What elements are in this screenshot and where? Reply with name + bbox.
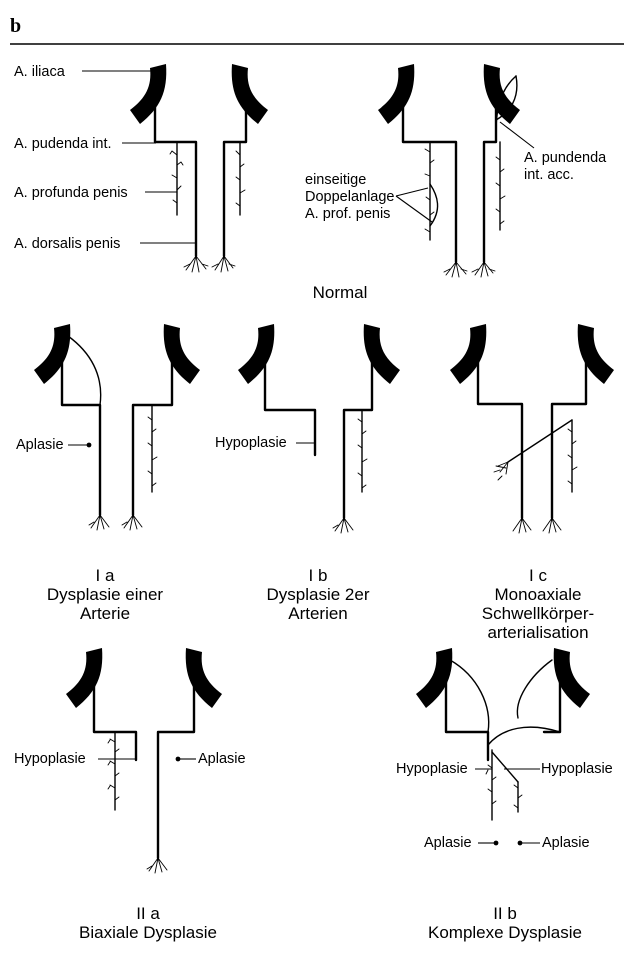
leader-pundenda-acc [500,122,534,148]
leader-doppelanlage-1 [396,188,428,196]
terminal-tuft-left [184,256,208,272]
leader-doppelanlage-2 [396,196,432,222]
caption-ic-line3: Schwellkörper- [482,604,594,623]
twigs-crossing-left [494,462,508,480]
terminal-tuft-right [543,518,561,533]
twigs-profunda-left [108,739,119,800]
caption-normal: Normal [313,283,368,302]
label-hypoplasie: Hypoplasie [215,435,287,451]
iliac-artery-right [232,64,268,124]
iliac-artery-right [364,324,400,384]
caption-iib-line1: II b [493,904,517,923]
pudenda-int-left [478,356,522,518]
iliac-artery-left [66,648,102,708]
terminal-tuft-left [89,515,109,530]
caption-ia-line1: I a [96,566,115,585]
profunda-duplicate-loop [430,184,438,226]
iliac-artery-left [238,324,274,384]
caption-iib: II b Komplexe Dysplasie [428,904,582,942]
aberrant-left-loop [450,660,489,732]
iliac-artery-right [164,324,200,384]
terminal-tuft-right [212,256,235,272]
label-hypoplasie-right: Hypoplasie [541,761,613,777]
caption-iia-line2: Biaxiale Dysplasie [79,923,217,942]
pudenda-int-left [446,680,488,760]
diagram-ia: Aplasie [16,324,200,530]
aplasie-marker-right [518,841,523,846]
terminal-tuft-left [444,262,467,277]
caption-ic-line2: Monoaxiale [495,585,582,604]
caption-ic-line1: I c [529,566,547,585]
pudenda-int-left [62,356,100,515]
terminal-tuft [147,858,167,873]
aberrant-right-loop [517,660,552,718]
label-aplasie-right: Aplasie [542,835,590,851]
iliac-artery-left [130,64,166,124]
caption-iia: II a Biaxiale Dysplasie [79,904,217,942]
twigs-profunda-left [486,765,496,804]
pudenda-int-right [224,95,246,256]
terminal-tuft-left [513,518,531,533]
caption-ib-line2: Dysplasie 2er [267,585,370,604]
pudenda-int-right [484,95,496,262]
label-a-pundenda: A. pundenda [524,150,607,166]
iliac-artery-left [378,64,414,124]
diagram-normal: A. iliaca A. pudenda int. A. profunda pe… [14,64,268,272]
pudenda-int-right [158,680,194,858]
pudenda-int-right [552,356,586,518]
terminal-tuft-right [333,518,353,533]
iliac-artery-right [186,648,222,708]
label-int-acc: int. acc. [524,167,574,183]
iliac-artery-left [34,324,70,384]
diagram-normal-variants: einseitige Doppelanlage A. prof. penis A… [305,64,607,277]
diagram-iia: Hypoplasie Aplasie [14,648,246,873]
pudenda-int-right [544,680,560,732]
label-aplasie: Aplasie [198,751,246,767]
diagram-ib: Hypoplasie [215,324,400,533]
label-a-dorsalis-penis: A. dorsalis penis [14,236,120,252]
caption-ia-line3: Arterie [80,604,130,623]
caption-ib-line1: I b [309,566,328,585]
caption-ic-line4: arterialisation [487,623,588,642]
diagram-iib: Hypoplasie Hypoplasie Aplasie Aplasie [396,648,613,851]
label-hypoplasie-left: Hypoplasie [396,761,468,777]
common-trunk [488,727,560,745]
aplasie-marker [176,757,181,762]
label-a-prof-penis: A. prof. penis [305,206,390,222]
caption-ic: I c Monoaxiale Schwellkörper- arterialis… [482,566,594,642]
caption-ib-line3: Arterien [288,604,348,623]
label-a-pudenda-int: A. pudenda int. [14,136,112,152]
iliac-artery-left [450,324,486,384]
caption-ia-line2: Dysplasie einer [47,585,164,604]
panel-letter: b [10,15,21,37]
crossing-profunda [508,420,572,462]
caption-iia-line1: II a [136,904,160,923]
label-doppelanlage: Doppelanlage [305,189,395,205]
label-a-iliaca: A. iliaca [14,64,66,80]
caption-ib: I b Dysplasie 2er Arterien [267,566,370,623]
terminal-tuft-right [472,262,495,277]
iliac-artery-right [484,64,520,124]
label-a-profunda-penis: A. profunda penis [14,185,128,201]
pudenda-int-right [344,356,372,518]
caption-ia: I a Dysplasie einer Arterie [47,566,164,623]
aplasie-marker-left [494,841,499,846]
label-aplasie: Aplasie [16,437,64,453]
iliac-artery-right [578,324,614,384]
aplasie-marker [87,443,92,448]
label-aplasie-left: Aplasie [424,835,472,851]
diagram-ic [450,324,614,533]
caption-iib-line2: Komplexe Dysplasie [428,923,582,942]
label-einseitige: einseitige [305,172,366,188]
aberrant-pudendal [68,336,101,405]
pudenda-int-left [155,95,196,256]
terminal-tuft-right [122,515,142,530]
label-hypoplasie: Hypoplasie [14,751,86,767]
